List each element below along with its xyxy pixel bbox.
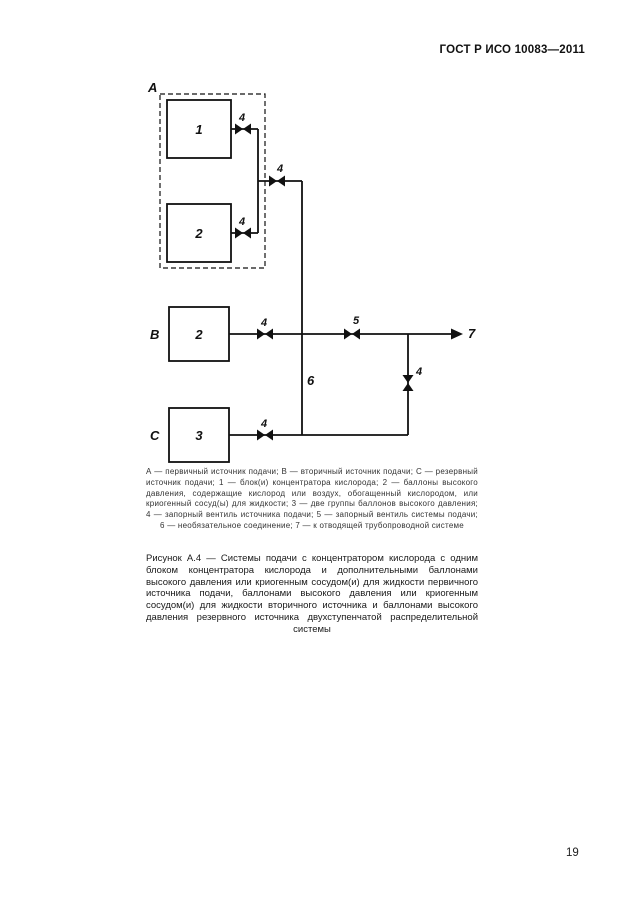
page-number: 19 — [566, 847, 579, 859]
supply-system-diagram: A 1 2 6 B 2 7 C 3 — [147, 80, 476, 463]
outlet-label: 7 — [468, 326, 476, 341]
outlet-arrow-icon — [451, 328, 463, 340]
valve-icon — [257, 328, 273, 340]
source-a-label: A — [147, 80, 157, 95]
valve-label: 4 — [260, 418, 267, 430]
valve-label: 5 — [353, 315, 360, 327]
cylinder-box-c-label: 3 — [195, 428, 203, 443]
valve-icon — [269, 175, 285, 187]
figure-legend: А — первичный источник подачи; В — втори… — [146, 467, 478, 530]
valve-icon — [235, 227, 251, 239]
concentrator-box-label: 1 — [195, 122, 202, 137]
valve-label: 4 — [415, 366, 422, 378]
cylinder-box-a-label: 2 — [194, 226, 203, 241]
source-c-label: C — [150, 428, 160, 443]
valve-icon — [402, 375, 414, 391]
valve-label: 4 — [276, 163, 283, 175]
valve-label: 4 — [238, 112, 245, 124]
valve-label: 4 — [238, 216, 245, 228]
figure-caption: Рисунок А.4 — Системы подачи с концентра… — [146, 553, 478, 635]
valve-icon — [235, 123, 251, 135]
valve-icon — [344, 328, 360, 340]
connection-label: 6 — [307, 373, 315, 388]
valve-icon — [257, 429, 273, 441]
valve-label: 4 — [260, 317, 267, 329]
source-b-label: B — [150, 327, 159, 342]
cylinder-box-b-label: 2 — [194, 327, 203, 342]
source-a-boundary — [159, 93, 266, 269]
document-header: ГОСТ Р ИСО 10083—2011 — [439, 44, 585, 56]
